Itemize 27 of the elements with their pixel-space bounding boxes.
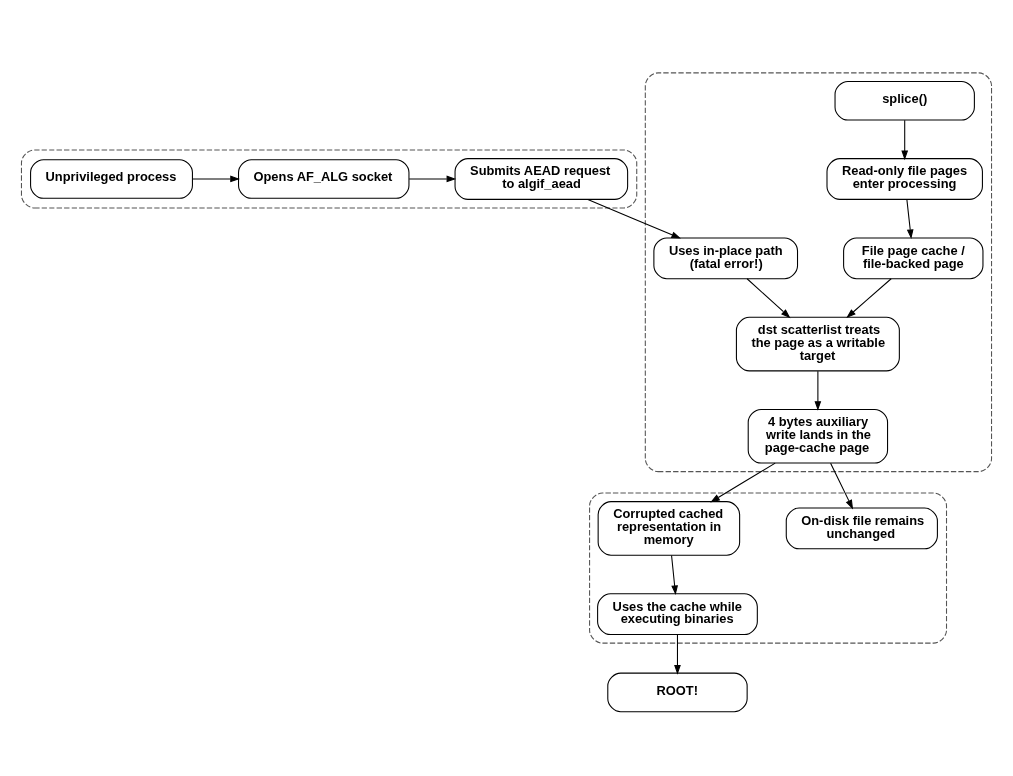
arrow (830, 462, 854, 510)
arrow (906, 199, 914, 240)
arrow (587, 199, 681, 239)
node-box: File page cache / file-backed page (843, 237, 984, 280)
node-box: Uses the cache while executing binaries (597, 593, 758, 636)
arrow (710, 462, 776, 503)
arrow (814, 370, 822, 411)
node-box: ROOT! (607, 672, 748, 713)
arrow (674, 634, 681, 675)
arrow (408, 175, 457, 183)
node-box: Corrupted cached representation in memory (597, 501, 741, 556)
arrow (192, 175, 240, 183)
arrow (846, 278, 892, 319)
node-box: dst scatterlist treats the page as a writable target (735, 316, 900, 372)
node-box: On-disk file remains unchanged (785, 507, 938, 550)
node-box: 4 bytes auxiliary write lands in the page-cache page (747, 408, 889, 464)
node-box: splice() (834, 80, 975, 121)
node-box: Opens AF_ALG socket (238, 159, 410, 199)
arrow (746, 278, 791, 319)
arrow (901, 119, 909, 161)
cluster (644, 72, 993, 473)
arrow (671, 554, 678, 596)
cluster (20, 149, 638, 209)
node-box: Read-only file pages enter processing (826, 158, 983, 200)
node-box: Submits AEAD request to algif_aead (454, 158, 629, 200)
node-box: Unprivileged process (30, 159, 193, 199)
node-box: Uses in-place path (fatal error!) (653, 237, 799, 280)
